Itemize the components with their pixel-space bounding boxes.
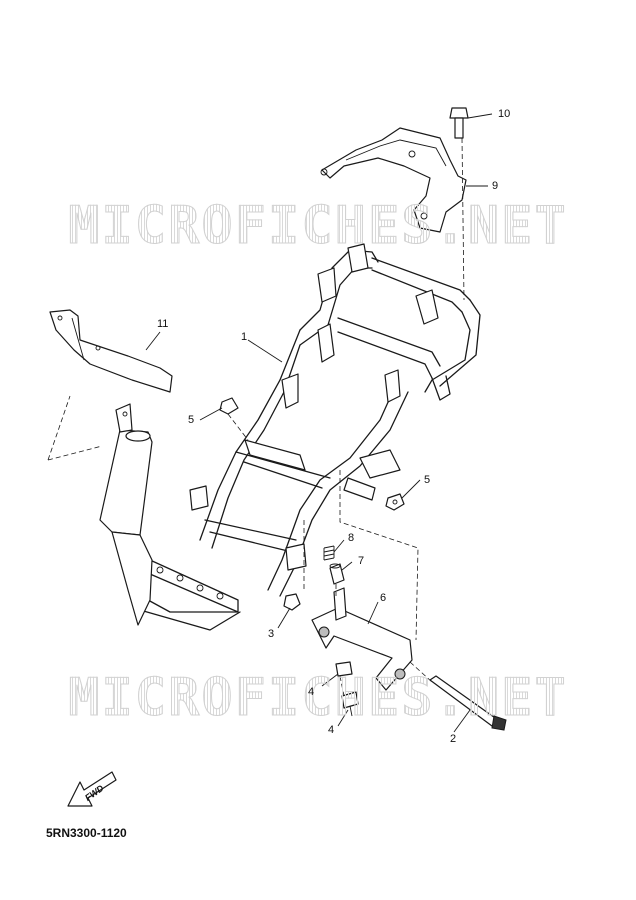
- main-frame: [139, 243, 481, 631]
- nut-5: [219, 397, 405, 511]
- collar-7: [329, 563, 345, 585]
- watermark-bottom: MICROFICHES.NET: [0, 668, 636, 729]
- callout-8: 8: [348, 532, 355, 544]
- bolt-10: [449, 107, 469, 139]
- callout-4-upper: 4: [308, 686, 315, 698]
- head-pipe: [99, 403, 153, 626]
- callout-6: 6: [380, 592, 387, 604]
- callout-3: 3: [268, 628, 275, 640]
- diagram-part-code: 5RN3300-1120: [46, 826, 127, 840]
- bolt-4: [335, 661, 359, 717]
- callout-5-right: 5: [424, 474, 431, 486]
- engine-mount-arm: [311, 587, 413, 691]
- callout-7: 7: [358, 555, 365, 567]
- callout-2: 2: [450, 733, 457, 745]
- nut-3: [283, 593, 301, 611]
- fwd-arrow-icon: [67, 771, 117, 807]
- callout-10: 10: [498, 108, 511, 120]
- spring-8: [323, 545, 335, 561]
- callout-1: 1: [241, 331, 248, 343]
- callout-11: 11: [157, 318, 169, 330]
- leader-lines: [145, 113, 493, 733]
- callout-4-lower: 4: [328, 724, 335, 736]
- callout-9: 9: [492, 180, 499, 192]
- watermark-top: MICROFICHES.NET: [0, 196, 636, 257]
- assembly-lines: [47, 137, 465, 697]
- callout-5-left: 5: [188, 414, 195, 426]
- bolt-2: [429, 675, 507, 731]
- rear-bracket: [320, 127, 467, 233]
- front-bracket: [49, 309, 173, 393]
